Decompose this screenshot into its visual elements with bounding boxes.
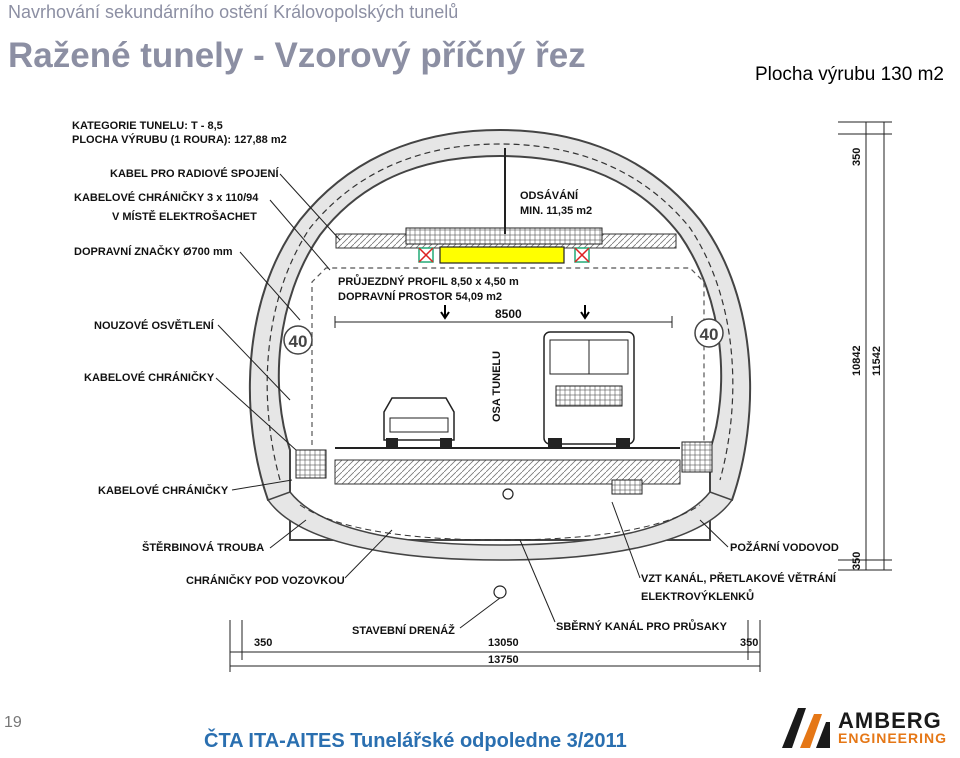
speed-sign-right-text: 40 bbox=[700, 325, 719, 344]
label-vzt-2: ELEKTROVÝKLENKŮ bbox=[641, 589, 754, 603]
label-profile-2: DOPRAVNÍ PROSTOR 54,09 m2 bbox=[338, 290, 502, 303]
label-cable-bottom: KABELOVÉ CHRÁNIČKY bbox=[98, 484, 229, 497]
page-title: Ražené tunely - Vzorový příčný řez bbox=[8, 36, 586, 75]
dim-outer-width: 13750 bbox=[488, 654, 519, 666]
amberg-logo: AMBERG ENGINEERING bbox=[782, 708, 958, 752]
logo-line-2: ENGINEERING bbox=[838, 730, 948, 746]
speed-sign-left-text: 40 bbox=[289, 332, 308, 351]
dim-right-350: 350 bbox=[740, 637, 758, 649]
label-profile-1: PRŮJEZDNÝ PROFIL 8,50 x 4,50 m bbox=[338, 274, 519, 288]
dim-left-350: 350 bbox=[254, 637, 272, 649]
tunnel-cross-section-drawing: 40 40 bbox=[72, 120, 892, 672]
page-number: 19 bbox=[4, 714, 22, 731]
dim-top: 350 bbox=[851, 148, 863, 166]
logo-line-1: AMBERG bbox=[838, 708, 942, 733]
label-cable-guards-1: KABELOVÉ CHRÁNIČKY 3 x 110/94 bbox=[74, 191, 259, 204]
car-illustration bbox=[383, 397, 455, 448]
dim-height-outer: 11542 bbox=[871, 346, 883, 376]
dim-inner-width: 13050 bbox=[488, 637, 519, 649]
label-fire-water: POŽÁRNÍ VODOVOD bbox=[730, 541, 839, 554]
label-radio-cable: KABEL PRO RADIOVÉ SPOJENÍ bbox=[110, 167, 279, 180]
label-emergency-light: NOUZOVÉ OSVĚTLENÍ bbox=[94, 319, 215, 332]
label-traffic-signs: DOPRAVNÍ ZNAČKY Ø700 mm bbox=[74, 245, 233, 258]
sign-board bbox=[439, 246, 565, 264]
dim-bottom-right: 350 bbox=[851, 552, 863, 570]
label-category: KATEGORIE TUNELU: T - 8,5 bbox=[72, 120, 223, 132]
label-exhaust-2: MIN. 11,35 m2 bbox=[520, 205, 592, 217]
label-cable-left: KABELOVÉ CHRÁNIČKY bbox=[84, 371, 215, 384]
label-cable-guards-2: V MÍSTĚ ELEKTROŠACHET bbox=[112, 210, 257, 223]
header-top-title: Navrhování sekundárního ostění Královopo… bbox=[8, 2, 459, 22]
dim-height-inner: 10842 bbox=[851, 345, 863, 376]
label-slot-pipe: ŠTĚRBINOVÁ TROUBA bbox=[142, 541, 264, 554]
truck-illustration bbox=[543, 331, 635, 448]
speed-sign-left bbox=[283, 325, 313, 355]
label-under-road: CHRÁNIČKY POD VOZOVKOU bbox=[186, 574, 345, 587]
label-exhaust-1: ODSÁVÁNÍ bbox=[520, 189, 579, 202]
footer-text: ČTA ITA-AITES Tunelářské odpoledne 3/201… bbox=[204, 730, 627, 752]
speed-sign-right bbox=[694, 318, 724, 348]
label-tunnel-axis: OSA TUNELU bbox=[491, 351, 503, 422]
label-area: PLOCHA VÝRUBU (1 ROURA): 127,88 m2 bbox=[72, 133, 287, 146]
amberg-logo-mark-icon bbox=[782, 708, 830, 748]
label-collector: SBĚRNÝ KANÁL PRO PRŮSAKY bbox=[556, 619, 728, 633]
label-drainage: STAVEBNÍ DRENÁŽ bbox=[352, 624, 455, 637]
label-vzt-1: VZT KANÁL, PŘETLAKOVÉ VĚTRÁNÍ bbox=[641, 572, 837, 585]
excavation-area-subtitle: Plocha výrubu 130 m2 bbox=[754, 64, 944, 85]
dim-width-profile: 8500 bbox=[495, 307, 522, 321]
invert bbox=[266, 491, 734, 561]
